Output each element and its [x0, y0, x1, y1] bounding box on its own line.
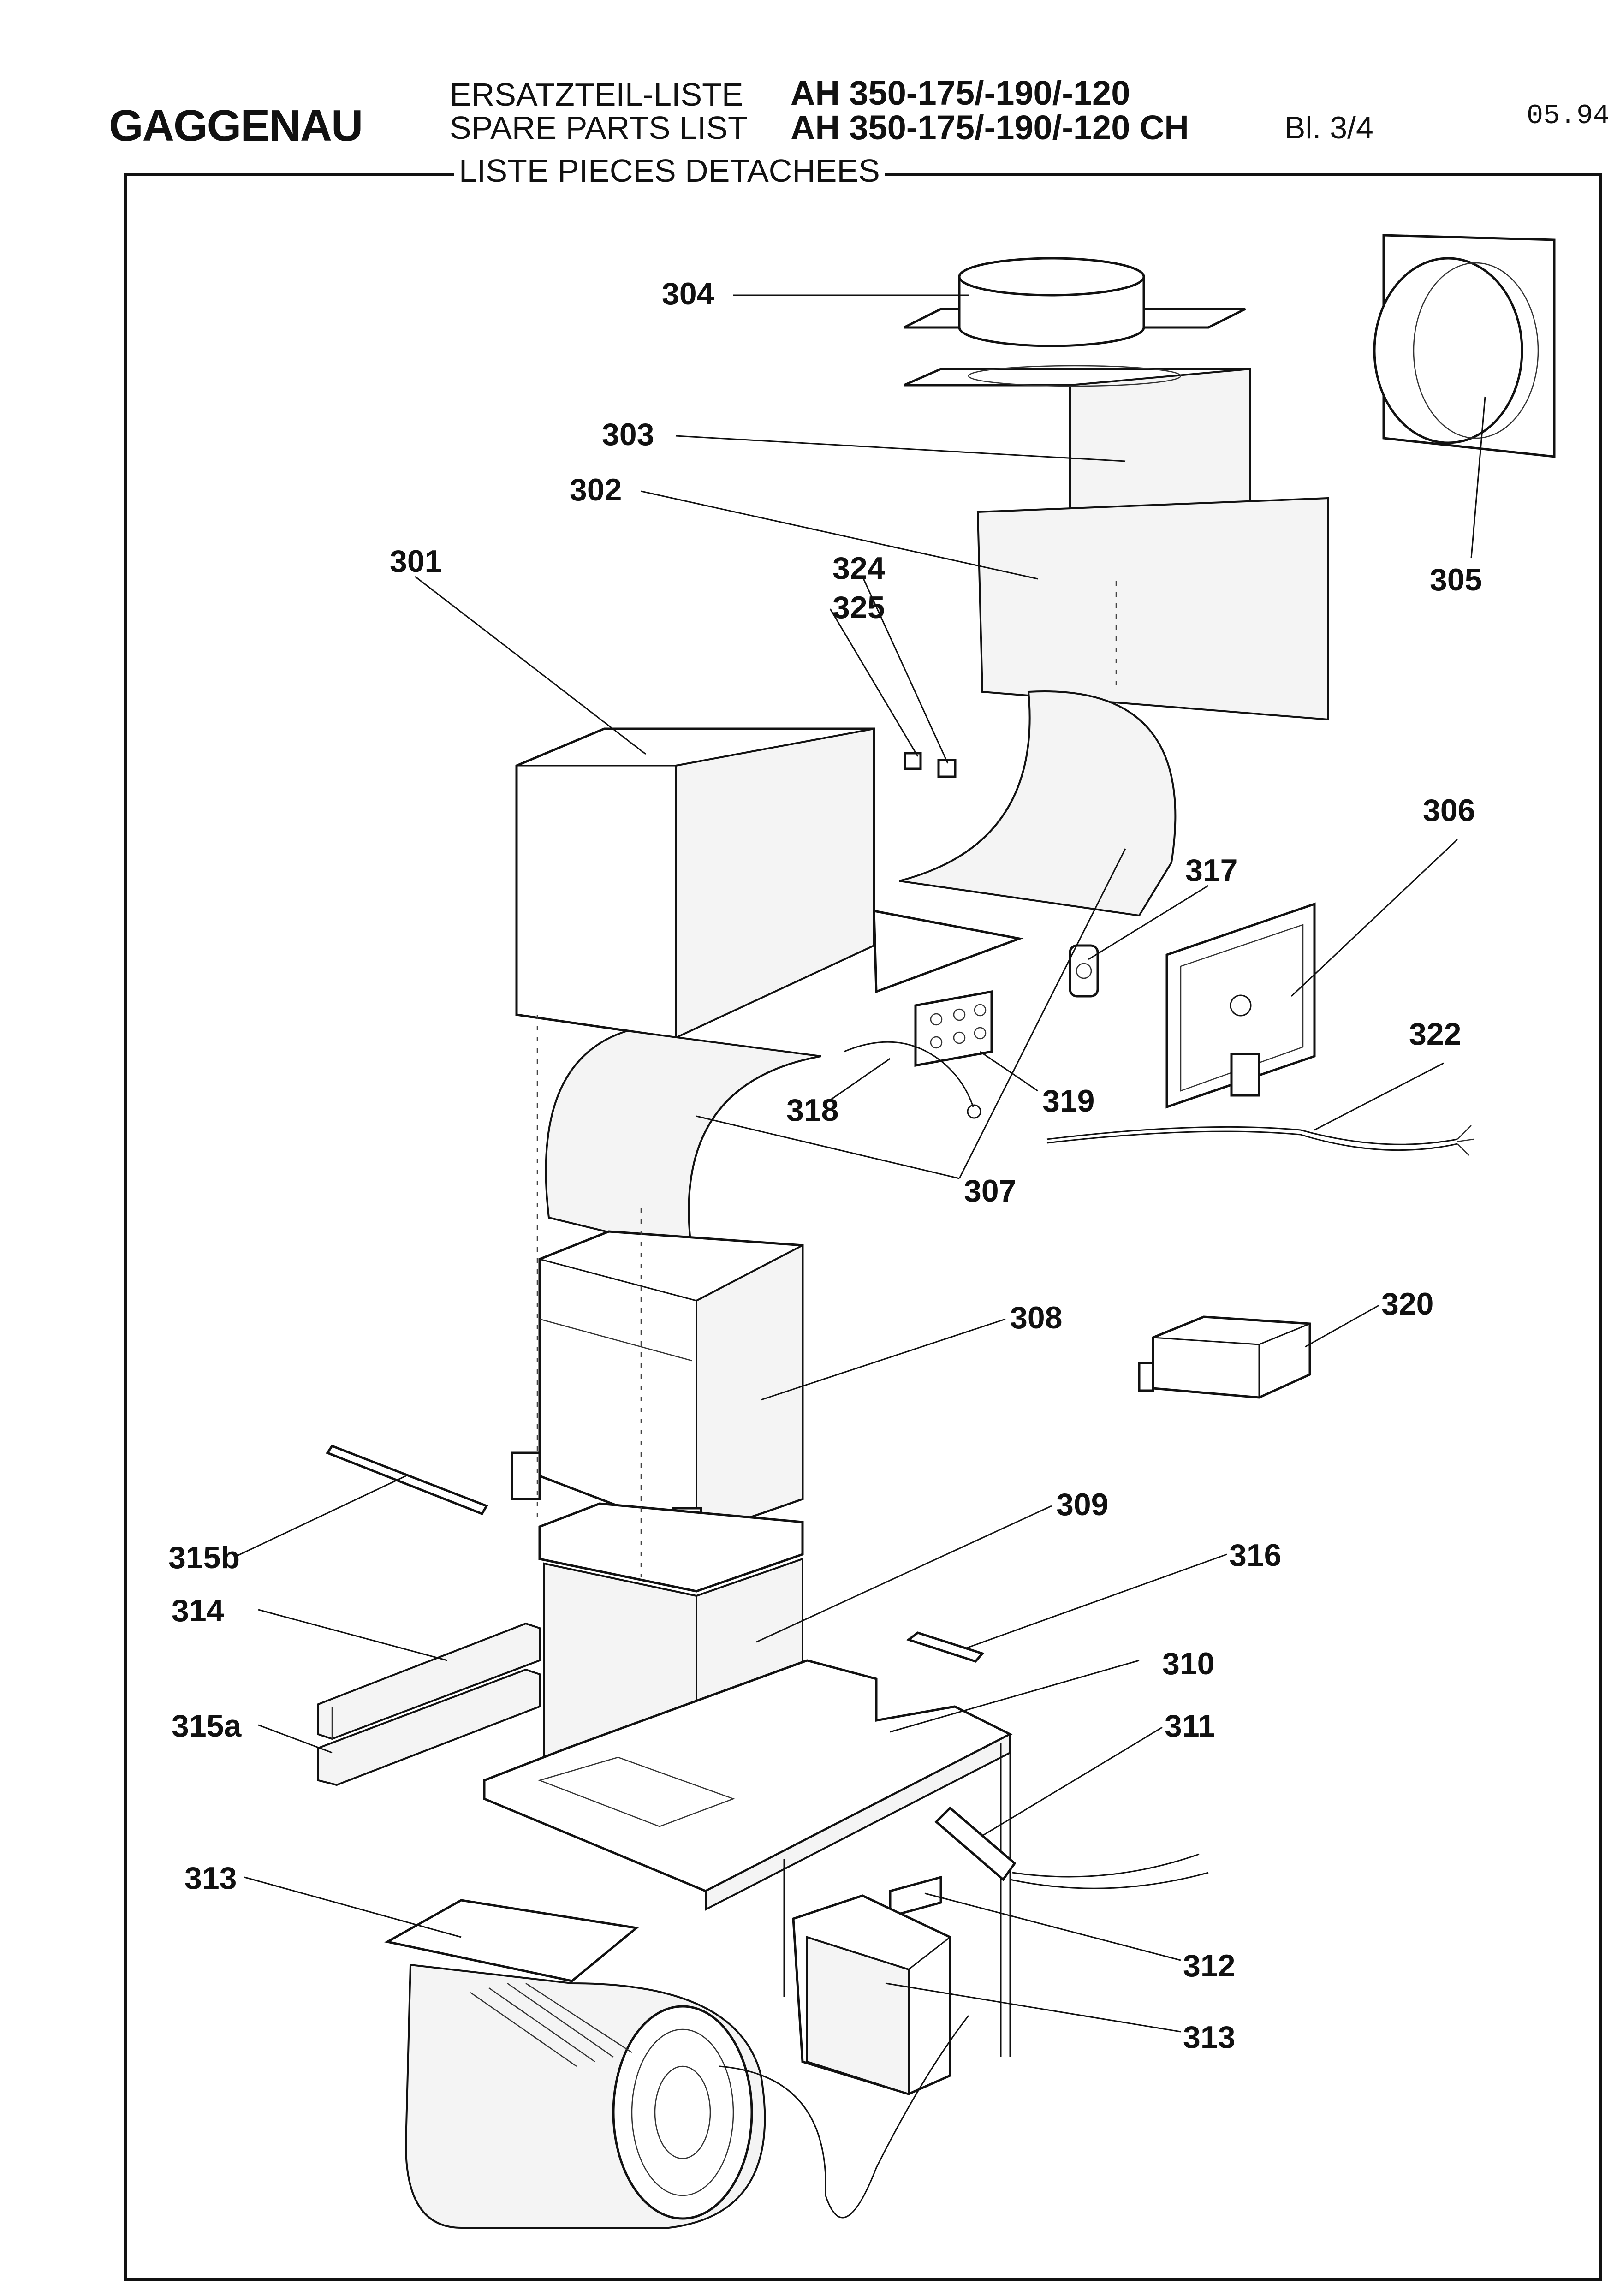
base-frame-shape	[783, 1743, 1011, 2057]
callout-321: 320	[1381, 1286, 1433, 1321]
callout-308: 308	[1010, 1300, 1062, 1335]
connector-block-shape	[914, 990, 993, 1067]
callout-301: 301	[390, 544, 442, 579]
callout-322: 322	[1409, 1017, 1461, 1052]
cable-shape	[1046, 1125, 1474, 1156]
small-switch-shapes	[904, 752, 957, 778]
assembly-lines	[536, 581, 1117, 1577]
callout-303: 303	[602, 417, 654, 452]
callout-307: 307	[964, 1173, 1016, 1208]
capacitor-shape	[934, 1806, 1209, 1889]
blower-fan-shape	[384, 1899, 969, 2229]
callout-312: 312	[1183, 1948, 1235, 1983]
callout-313: 313	[1183, 2020, 1235, 2055]
flange-adapter-shape	[1373, 234, 1556, 458]
cover-bracket-shape	[792, 1894, 951, 2095]
callout-317: 316	[1229, 1538, 1281, 1573]
callout-315b: 315a	[172, 1708, 242, 1743]
callout-325: 325	[832, 590, 885, 625]
ground-wire-shape	[844, 1041, 981, 1119]
callout-316: 315b	[168, 1540, 240, 1575]
duct-collar-shape	[903, 257, 1246, 347]
terminal-strip-shape	[889, 1875, 942, 1918]
leader-lines	[235, 294, 1486, 2033]
callout-309: 309	[1056, 1487, 1108, 1522]
callout-315a: 314	[172, 1593, 224, 1628]
callout-320: 319	[1042, 1083, 1094, 1118]
callout-314: 313	[184, 1861, 237, 1896]
callout-310: 310	[1162, 1646, 1214, 1681]
sheet-number: Bl. 3/4	[1284, 110, 1373, 145]
callout-324: 324	[832, 551, 885, 586]
callout-304: 304	[662, 276, 714, 311]
callout-302: 302	[570, 472, 622, 507]
curved-sheet-upper-shape	[899, 690, 1177, 917]
date-stamp: 05.94	[1527, 101, 1610, 132]
transformer-shape	[1138, 1315, 1311, 1399]
callout-319: 318	[786, 1093, 838, 1128]
callout-311: 311	[1165, 1708, 1215, 1743]
seal-strip-shape	[326, 1444, 488, 1516]
clip-shape	[1069, 944, 1099, 998]
curved-sheet-lower-shape	[545, 1029, 821, 1254]
callout-305: 305	[1430, 562, 1482, 597]
switch-panel-shape	[1165, 902, 1316, 1109]
callout-306: 306	[1423, 793, 1475, 828]
title-en: SPARE PARTS LIST	[450, 110, 748, 146]
switch-block-shape	[906, 1631, 985, 1663]
brand-logo: GAGGENAU	[109, 101, 363, 150]
title-de: ERSATZTEIL-LISTE	[450, 77, 743, 113]
callout-318: 317	[1185, 853, 1237, 888]
housing-box-shape	[515, 727, 1024, 1040]
rails-shape	[317, 1622, 541, 1786]
filter-box-shape	[511, 1230, 804, 1560]
model-line-1: AH 350-175/-190/-120	[791, 74, 1130, 112]
rear-plate-shape	[976, 497, 1329, 721]
model-line-2: AH 350-175/-190/-120 CH	[791, 108, 1189, 147]
title-fr: LISTE PIECES DETACHEES	[454, 155, 885, 187]
